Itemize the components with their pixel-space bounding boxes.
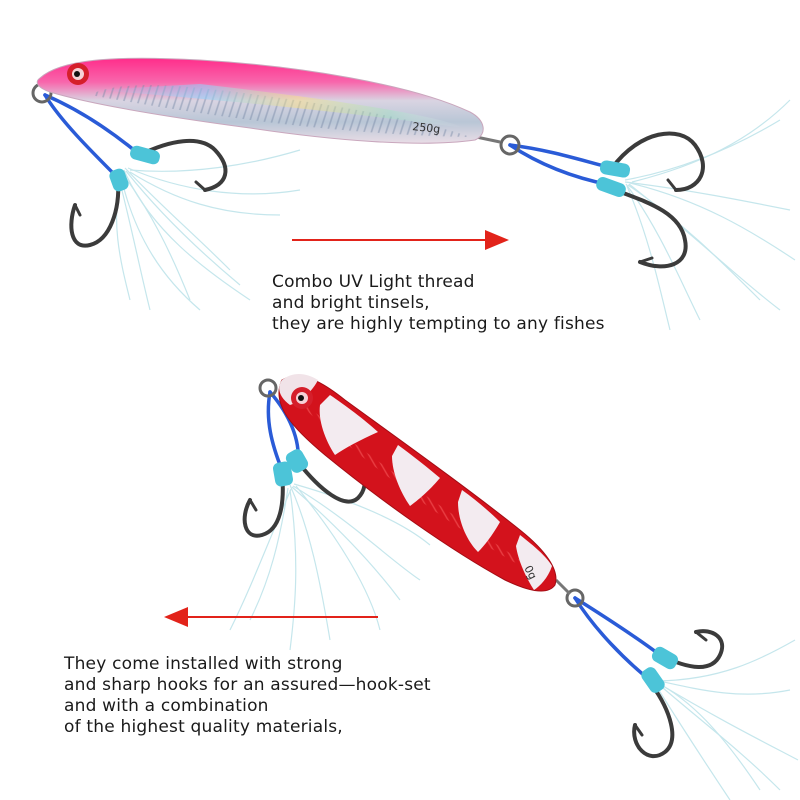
- top-jig-assist-cord-rear: [508, 143, 614, 187]
- bottom-jig-tube-3: [651, 646, 679, 670]
- bottom-jig-front-hook-2: [242, 470, 285, 538]
- bottom-jig-tube-2: [285, 449, 309, 473]
- top-caption-line-1: Combo UV Light thread: [272, 272, 475, 292]
- bottom-jig-tube-1: [273, 461, 293, 487]
- bottom-jig-front-tinsel: [229, 483, 431, 651]
- top-jig-assist-cord-front: [43, 93, 142, 180]
- bottom-caption-line-4: of the highest quality materials,: [64, 717, 343, 737]
- top-jig-front-hook-2: [69, 178, 121, 248]
- bottom-caption-line-3: and with a combination: [64, 696, 269, 716]
- bottom-jig-weight-label: 0g: [521, 563, 539, 581]
- top-jig-tube-1: [130, 145, 160, 165]
- bottom-jig-rear-tinsel: [654, 639, 799, 800]
- bottom-jig-split-ring-front: [258, 378, 278, 398]
- bottom-caption: They come installed with strong and shar…: [64, 654, 431, 738]
- bottom-jig-rear-hook-1: [658, 629, 724, 669]
- top-jig-rear-hook-2: [608, 186, 688, 269]
- bottom-jig-split-ring-rear: [565, 588, 585, 608]
- top-jig-weight-label: 250g: [412, 120, 441, 136]
- top-jig: 250g: [31, 57, 796, 331]
- top-jig-front-hook-1: [138, 138, 228, 192]
- bottom-jig-rear-hook-2: [632, 683, 675, 759]
- bottom-caption-line-1: They come installed with strong: [64, 654, 343, 674]
- bottom-jig: 0g: [229, 374, 799, 800]
- top-jig-front-tinsel: [115, 149, 301, 311]
- bottom-jig-tube-4: [641, 667, 665, 693]
- top-jig-rear-hook-1: [610, 131, 705, 192]
- top-jig-tube-4: [596, 176, 626, 198]
- top-jig-rear-tinsel: [624, 99, 796, 331]
- top-caption-line-2: and bright tinsels,: [272, 293, 430, 313]
- bottom-jig-eye: [291, 387, 313, 409]
- top-jig-tube-2: [109, 168, 129, 192]
- bottom-jig-glow-bands: [319, 395, 552, 590]
- top-jig-tube-3: [599, 160, 631, 178]
- top-jig-split-ring-rear: [499, 134, 521, 156]
- top-caption: Combo UV Light thread and bright tinsels…: [272, 272, 605, 335]
- top-jig-eye: [67, 63, 89, 85]
- bottom-caption-line-2: and sharp hooks for an assured—hook-set: [64, 675, 431, 695]
- top-caption-line-3: they are highly tempting to any fishes: [272, 314, 605, 334]
